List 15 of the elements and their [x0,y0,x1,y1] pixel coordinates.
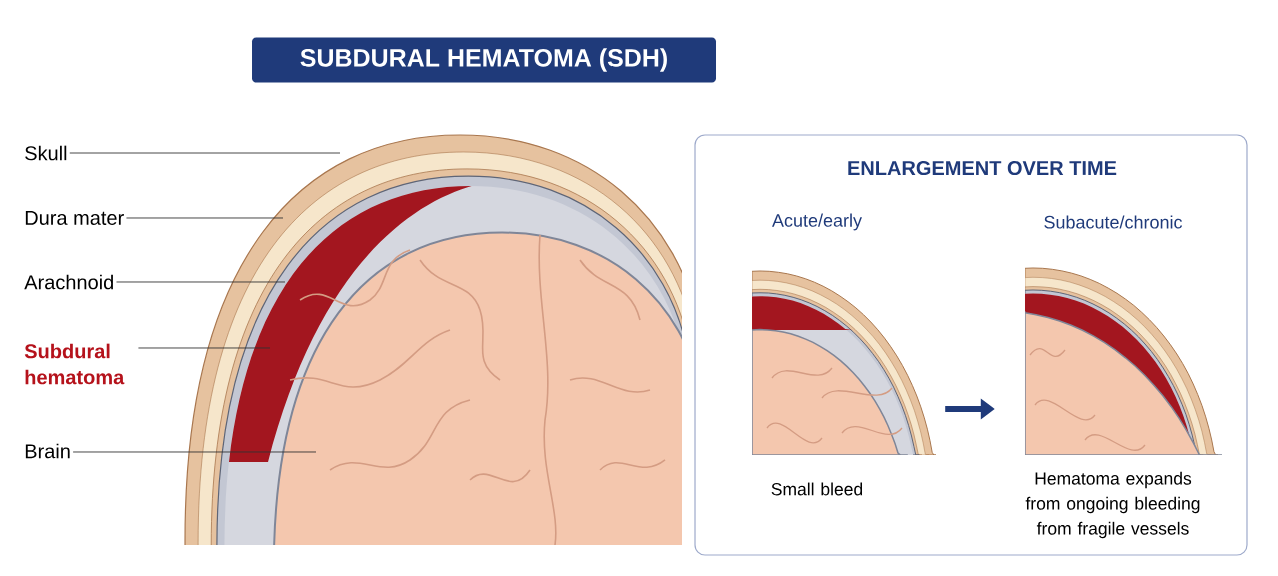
part-label: Dura mater [25,211,124,225]
leader-line [72,451,317,453]
title-banner: SUBDURAL HEMATOMA (SDH) [252,37,716,83]
part-label: Subdural hematoma [24,343,125,385]
caption-text: Small bleed [771,482,863,496]
part-label: Brain [25,443,70,459]
leader-line [126,217,284,219]
part-label: Arachnoid [24,274,113,290]
part-label: Skull [25,145,67,161]
panel-heading: Subacute/chronic [1044,215,1183,229]
leader-line [69,152,341,154]
caption-text: Hematoma expands from ongoing bleeding from fragile vessels [1025,471,1200,539]
leader-line [137,347,271,349]
leader-line [116,281,286,283]
panel-heading: Acute/early [772,213,862,231]
